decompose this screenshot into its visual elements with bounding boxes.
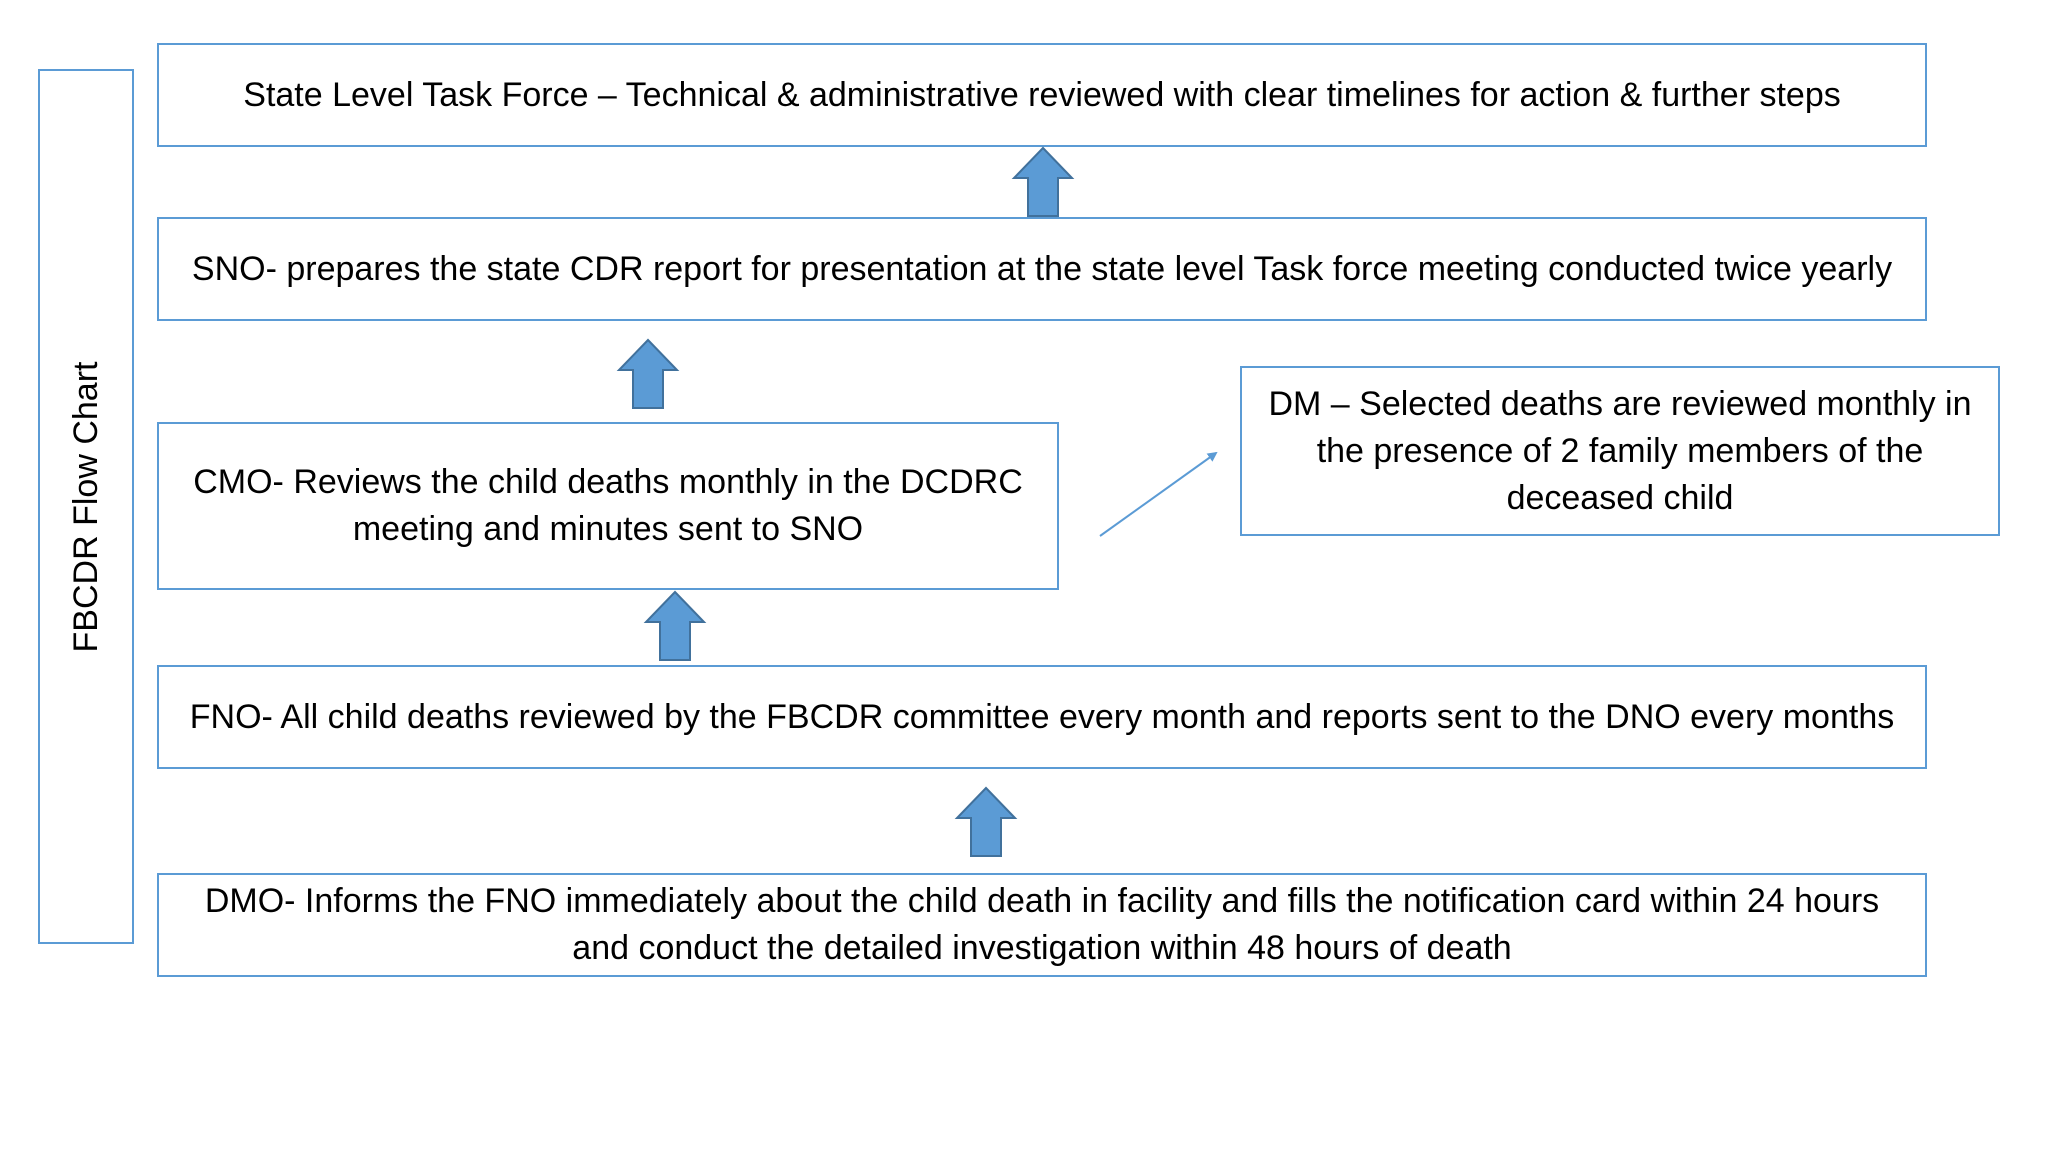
cmo-box: CMO- Reviews the child deaths monthly in… bbox=[157, 422, 1059, 590]
sno-box: SNO- prepares the state CDR report for p… bbox=[157, 217, 1927, 321]
state-task-force-box: State Level Task Force – Technical & adm… bbox=[157, 43, 1927, 147]
flow-chart-side-panel: FBCDR Flow Chart bbox=[38, 69, 134, 944]
up-arrow-sno-to-state bbox=[1011, 146, 1075, 217]
up-arrow-fno-to-cmo bbox=[643, 590, 707, 661]
flow-chart-side-label: FBCDR Flow Chart bbox=[67, 361, 105, 652]
fno-box: FNO- All child deaths reviewed by the FB… bbox=[157, 665, 1927, 769]
dm-box: DM – Selected deaths are reviewed monthl… bbox=[1240, 366, 2000, 536]
up-arrow-dmo-to-fno bbox=[954, 786, 1018, 857]
up-arrow-cmo-to-sno bbox=[616, 338, 680, 409]
connector-cmo-to-dm bbox=[1099, 451, 1218, 537]
dmo-box: DMO- Informs the FNO immediately about t… bbox=[157, 873, 1927, 977]
